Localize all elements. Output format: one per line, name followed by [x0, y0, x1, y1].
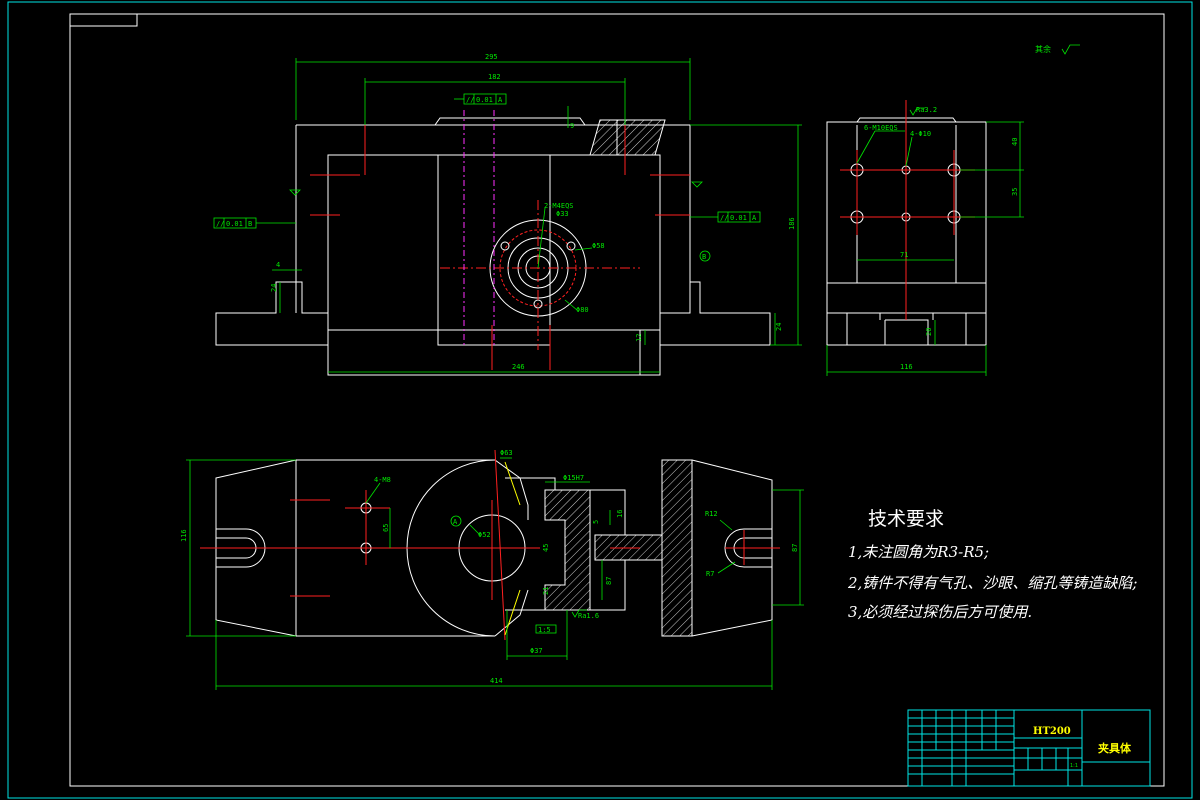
tech-requirements: 技术要求 1,未注圆角为R3-R5; 2,铸件不得有气孔、沙眼、缩孔等铸造缺陷;… — [847, 508, 1137, 621]
dim-side-roughness: Ra3.2 — [916, 106, 937, 114]
datum-top-mark: A — [453, 518, 458, 526]
dim-front-left-h: 24 — [270, 284, 278, 292]
front-hatch-section — [589, 119, 666, 156]
dim-top-slot-h3: 87 — [605, 577, 613, 585]
dim-side-vertical-2: 35 — [1011, 188, 1019, 196]
gdt-front-right-tol: 0.01 — [730, 214, 747, 222]
dim-top-taper: 1:5 — [538, 626, 551, 634]
corner-roughness-note: 其余 — [1035, 44, 1051, 54]
top-right-block — [691, 459, 773, 637]
front-bolt-hole-2 — [566, 241, 576, 251]
sheet-corner-label-box — [69, 13, 138, 27]
gdt-front-top-datum: A — [498, 96, 503, 104]
dim-front-hole-spec: 2-M4EQS — [544, 202, 574, 210]
dim-top-overall: 414 — [490, 677, 503, 685]
roughness-symbol — [1061, 44, 1080, 55]
dim-top-radius-2: R7 — [706, 570, 714, 578]
side-view: 6-M10EQS 4-Φ10 40 35 71 116 20 Ra3.2 — [826, 100, 1024, 376]
front-base-right — [660, 281, 771, 346]
gdt-front-top-symbol: // — [466, 96, 474, 104]
dim-front-left-step: 4 — [276, 261, 280, 269]
front-view: 295 182 246 186 24 12 4 24 2-M4EQS Φ33 Φ… — [213, 53, 802, 376]
dim-top-height-left: 116 — [180, 529, 188, 542]
dim-top-hole-gap: 65 — [382, 524, 390, 532]
tech-requirement-2: 2,铸件不得有气孔、沙眼、缩孔等铸造缺陷; — [847, 574, 1137, 592]
gdt-front-left-datum: B — [248, 220, 252, 228]
dim-front-tri: 9 — [570, 122, 574, 130]
sheet-inner-border — [69, 13, 1165, 787]
front-dimensions: 295 182 246 186 24 12 4 24 2-M4EQS Φ33 Φ… — [213, 53, 802, 373]
top-view: 414 116 87 4-M8 65 Φ63 Φ52 Φ15H7 16 5 87 — [180, 449, 804, 690]
title-block-part-name: 夹具体 — [1098, 741, 1132, 755]
dim-top-bottom-d: Φ37 — [530, 647, 543, 655]
dim-front-hole-d3: Φ80 — [576, 306, 589, 314]
dim-top-ra: Ra1.6 — [578, 612, 599, 620]
dim-top-slot-h2: 5 — [592, 520, 600, 524]
dim-top-hole-spec: 4-M8 — [374, 476, 391, 484]
tech-requirements-title: 技术要求 — [868, 508, 944, 530]
dim-top-slot-h4: 45 — [542, 544, 550, 552]
top-hatch-1 — [544, 489, 591, 611]
dim-front-hole-d2: Φ58 — [592, 242, 605, 250]
gdt-front-left-symbol: // — [216, 220, 224, 228]
dim-side-slot-h: 20 — [925, 328, 933, 336]
dim-top-center-d: Φ63 — [500, 449, 513, 457]
dim-front-overall-top: 295 — [485, 53, 498, 61]
dim-front-step-h: 12 — [635, 334, 643, 342]
dim-front-bottom: 246 — [512, 363, 525, 371]
tech-requirement-1: 1,未注圆角为R3-R5; — [848, 543, 989, 561]
dim-front-height: 186 — [788, 217, 796, 230]
side-dimensions: 6-M10EQS 4-Φ10 40 35 71 116 20 Ra3.2 — [826, 106, 1024, 376]
dim-top-height-right: 87 — [791, 544, 799, 552]
dim-side-bottom: 116 — [900, 363, 913, 371]
dim-side-hole-spec1: 6-M10EQS — [864, 124, 898, 132]
side-slot — [846, 313, 967, 345]
gdt-front-right-datum: A — [752, 214, 757, 222]
title-block-scale: 1:1 — [1070, 763, 1078, 769]
dim-front-hole-d1: Φ33 — [556, 210, 569, 218]
gdt-front-right-symbol: // — [720, 214, 728, 222]
top-main-body — [296, 459, 495, 637]
dim-side-hole-spec2: 4-Φ10 — [910, 130, 931, 138]
title-block: HT200 夹具体 1:1 — [907, 709, 1151, 787]
title-block-material: HT200 — [1033, 726, 1071, 737]
front-base-left — [215, 281, 329, 346]
gdt-front-top-tol: 0.01 — [476, 96, 493, 104]
dim-front-inner-top: 182 — [488, 73, 501, 81]
dim-top-slot-h5: 21 — [542, 587, 550, 595]
dim-top-radius-1: R12 — [705, 510, 718, 518]
top-dimensions: 414 116 87 4-M8 65 Φ63 Φ52 Φ15H7 16 5 87 — [180, 449, 804, 690]
dim-top-slot-h1: 16 — [616, 510, 624, 518]
front-bolt-hole-1 — [500, 241, 510, 251]
dim-top-slot-w: Φ15H7 — [563, 474, 584, 482]
gdt-front-left-tol: 0.01 — [226, 220, 243, 228]
dim-front-base-h: 24 — [775, 323, 783, 331]
sheet-outer-border — [7, 1, 1193, 799]
top-hatch-3 — [661, 459, 693, 637]
dim-side-spacing: 71 — [900, 251, 908, 259]
tech-requirement-3: 3,必须经过探伤后方可使用. — [848, 603, 1032, 621]
dim-top-center-d2: Φ52 — [478, 531, 491, 539]
datum-front-mark: B — [702, 253, 706, 261]
front-top-step — [434, 117, 586, 126]
dim-side-vertical-1: 40 — [1011, 138, 1019, 146]
